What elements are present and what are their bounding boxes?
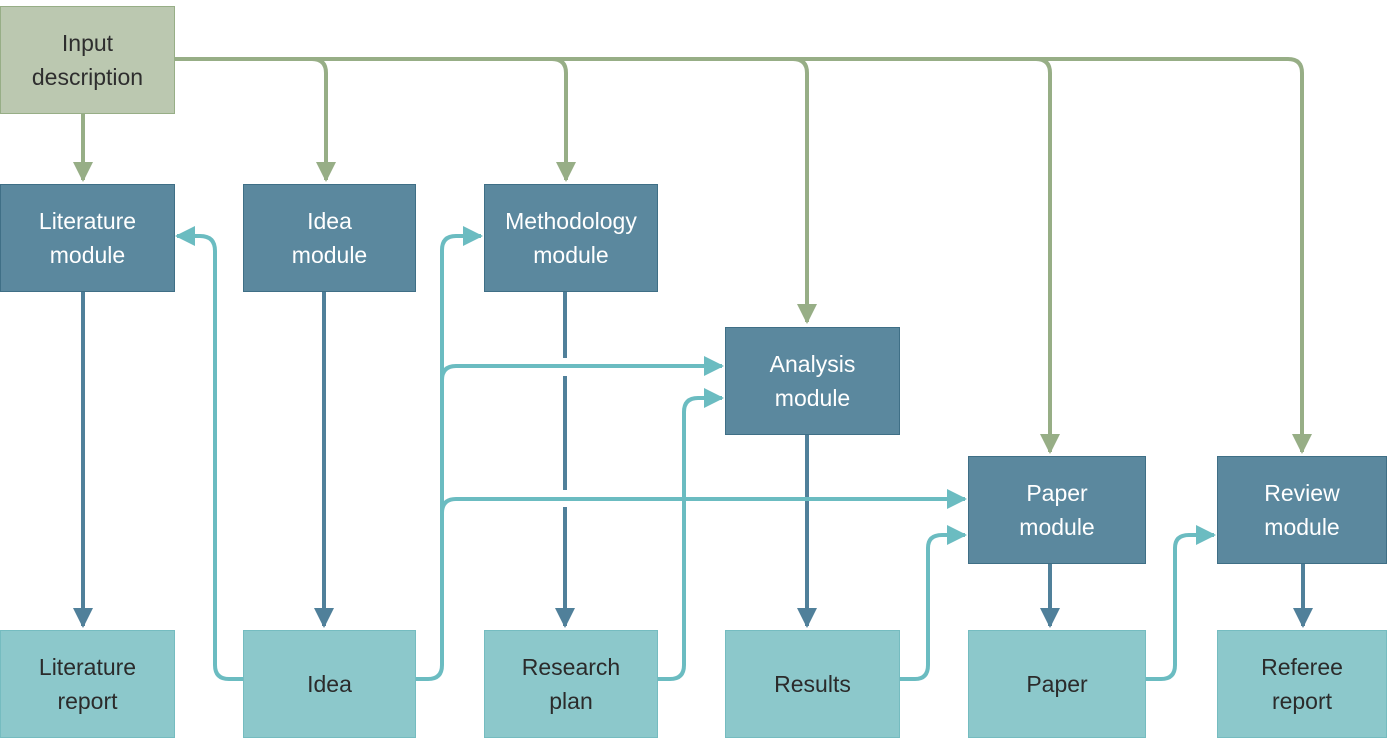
methodology-module-label: Methodology module bbox=[505, 208, 637, 268]
edge-input-to-review-module bbox=[174, 57, 1312, 454]
paper-module-label: Paper module bbox=[1019, 480, 1095, 540]
edge-idea-to-analysis-module bbox=[440, 356, 724, 381]
review-module-label: Review module bbox=[1264, 480, 1340, 540]
idea-module-label: Idea module bbox=[291, 208, 368, 268]
results-label: Results bbox=[774, 671, 851, 697]
edge-idea-to-paper-module bbox=[440, 489, 967, 514]
paper-module-node: Paper module bbox=[968, 456, 1146, 564]
paper-node: Paper bbox=[968, 630, 1146, 738]
literature-module-node: Literature module bbox=[0, 184, 175, 292]
research-plan-node: Research plan bbox=[484, 630, 658, 738]
idea-module-node: Idea module bbox=[243, 184, 416, 292]
analysis-module-label: Analysis module bbox=[769, 351, 856, 411]
edge-research-plan-to-analysis-module bbox=[657, 388, 724, 681]
literature-module-label: Literature module bbox=[38, 208, 137, 268]
input-description-node: Input description bbox=[0, 6, 175, 114]
literature-report-label: Literature report bbox=[38, 654, 137, 714]
paper-label: Paper bbox=[1026, 671, 1088, 697]
literature-report-node: Literature report bbox=[0, 630, 175, 738]
idea-node: Idea bbox=[243, 630, 416, 738]
review-module-node: Review module bbox=[1217, 456, 1387, 564]
results-node: Results bbox=[725, 630, 900, 738]
idea-label: Idea bbox=[307, 671, 352, 697]
edge-input-to-idea-module bbox=[174, 57, 336, 182]
research-plan-label: Research plan bbox=[521, 654, 621, 714]
edge-paper-to-review-module bbox=[1145, 525, 1216, 681]
input-description-label: Input description bbox=[31, 30, 144, 90]
edge-idea-to-methodology-module bbox=[415, 226, 483, 681]
edge-idea-to-literature-module bbox=[175, 226, 243, 681]
edge-input-to-methodology-module bbox=[174, 57, 576, 182]
referee-report-label: Referee report bbox=[1261, 654, 1343, 714]
referee-report-node: Referee report bbox=[1217, 630, 1387, 738]
methodology-module-node: Methodology module bbox=[484, 184, 658, 292]
edge-results-to-paper-module bbox=[900, 525, 967, 681]
analysis-module-node: Analysis module bbox=[725, 327, 900, 435]
